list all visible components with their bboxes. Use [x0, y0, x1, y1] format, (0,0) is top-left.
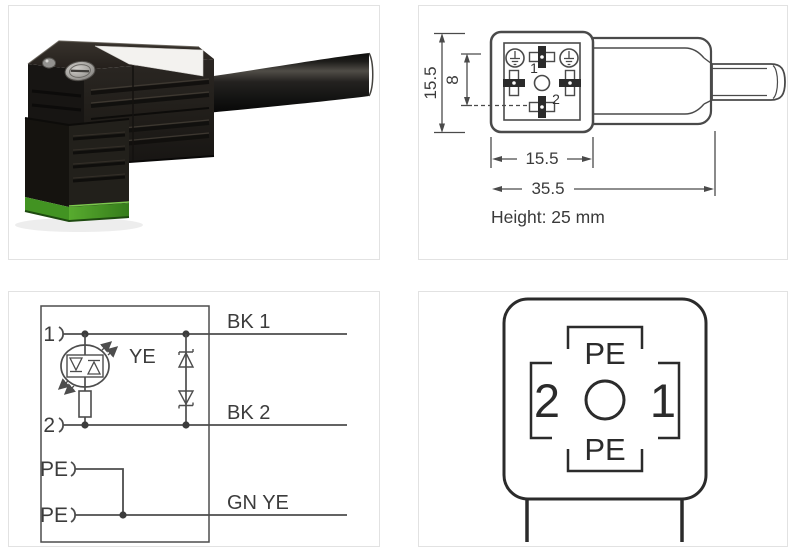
type-label: [94, 45, 204, 77]
circuit-pin2-label: 2: [43, 414, 55, 437]
wire-pe: [70, 461, 347, 523]
led-dome-icon: [42, 57, 56, 69]
dim-total-length-label: 35.5: [531, 179, 564, 198]
pin1-bracket: [658, 361, 681, 440]
circuit-pe-bottom-label: PE: [40, 504, 68, 527]
center-hole: [533, 74, 551, 92]
circuit-pe-top-label: PE: [40, 458, 68, 481]
pe-top-bracket: [566, 325, 644, 349]
pinout-body-outline: [502, 297, 708, 501]
connector-foot: [24, 117, 130, 209]
side-contact-icon: [503, 69, 525, 97]
shadow: [15, 218, 143, 232]
dim-side-height-label: 15.5: [421, 66, 440, 99]
valve-plug-photo: [15, 40, 374, 232]
wire-bk2-label: BK 2: [227, 402, 270, 424]
pin2-bracket: [529, 361, 552, 440]
wire-gnye-label: GN YE: [227, 492, 289, 514]
suppressor-diodes-icon: [177, 334, 195, 425]
pinout-pin1-label: 1: [650, 374, 676, 427]
wiring-diagram-panel: 1 2 PE PE YE BK 1 BK 2 GN YE: [8, 291, 380, 547]
pinout-diagram: PE PE 2 1: [502, 297, 708, 542]
screw-icon: [64, 60, 96, 82]
cable: [207, 52, 374, 113]
pe-bottom-bracket: [566, 449, 644, 473]
dim-face-width-label: 15.5: [525, 149, 558, 168]
pinout-pin2-label: 2: [534, 374, 560, 427]
dimension-drawing: 15.5 8 15.5 35.5 Height: 25 mm 1 2: [421, 30, 786, 227]
dim-side-height: [434, 32, 465, 134]
face-pin2-label: 2: [552, 91, 560, 107]
dim-contact-spacing-label: 8: [443, 75, 462, 84]
pin2-contact-icon: [528, 96, 556, 118]
pinout-pe-top-label: PE: [584, 336, 625, 371]
ground-contact-icon: [505, 48, 525, 68]
circuit-pin1-label: 1: [43, 323, 55, 346]
wiring-diagram: 1 2 PE PE YE BK 1 BK 2 GN YE: [40, 305, 347, 543]
dimension-drawing-panel: 15.5 8 15.5 35.5 Height: 25 mm 1 2: [418, 5, 788, 260]
connector-face-view: [489, 30, 595, 134]
wire-bk1: [58, 326, 347, 342]
height-note: Height: 25 mm: [491, 207, 605, 227]
resistor-icon: [78, 377, 92, 425]
connector-outline: [40, 305, 210, 543]
wire-bk2: [58, 417, 347, 433]
dim-face-width: [490, 137, 594, 168]
pin1-contact-icon: [528, 46, 556, 68]
center-hole: [584, 379, 626, 421]
ground-contact-icon: [559, 48, 579, 68]
dim-contact-spacing: [461, 53, 530, 107]
side-contact-icon: [559, 69, 581, 97]
wire-bk1-label: BK 1: [227, 311, 270, 333]
led-icon: [57, 334, 119, 395]
pinout-pe-bottom-label: PE: [584, 432, 625, 467]
connector-side-view: [577, 36, 786, 126]
dim-total-length: [492, 131, 716, 196]
green-seal: [24, 197, 130, 223]
face-pin1-label: 1: [530, 60, 538, 76]
led-color-label: YE: [129, 346, 156, 368]
pinout-panel: PE PE 2 1: [418, 291, 788, 547]
product-photo-panel: [8, 5, 380, 260]
